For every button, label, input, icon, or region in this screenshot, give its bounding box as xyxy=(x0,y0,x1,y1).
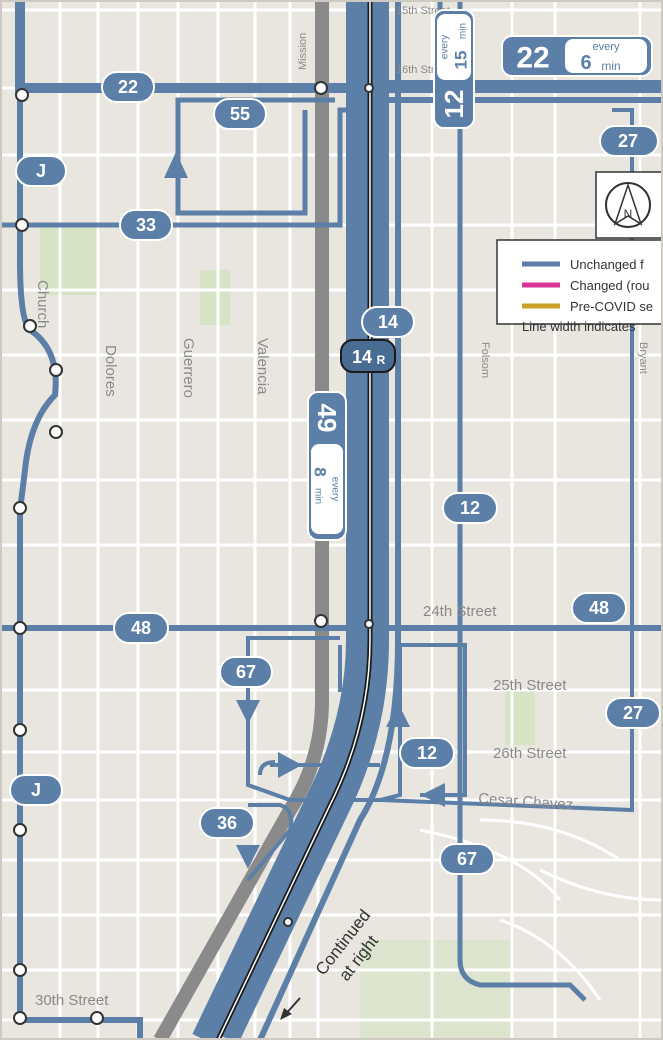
street-label-25th: 25th Street xyxy=(493,677,567,694)
direction-arrows xyxy=(164,152,445,869)
frequency-route-label: 12 xyxy=(439,90,469,119)
street-label-valencia: Valencia xyxy=(254,338,271,395)
street-label-cesar-chavez: Cesar Chavez xyxy=(478,790,574,814)
frequency-unit: min xyxy=(313,488,324,504)
route-badge-label: 67 xyxy=(236,662,256,682)
street-label-church: Church xyxy=(34,280,51,328)
street-label-folsom: Folsom xyxy=(479,342,491,378)
stops xyxy=(13,81,374,1025)
arrow-up-icon xyxy=(386,703,410,727)
route-badge-12-south[interactable]: 12 xyxy=(399,737,455,769)
frequency-unit: min xyxy=(601,59,620,73)
frequency-badge-12[interactable]: 12 every 15 min xyxy=(433,9,475,129)
route-badge-33[interactable]: 33 xyxy=(119,209,173,241)
frequency-value: 8 xyxy=(311,467,330,476)
route-badge-suffix: R xyxy=(377,353,386,367)
route-badge-27[interactable]: 27 xyxy=(599,125,659,157)
route-badge-label: 55 xyxy=(230,104,250,124)
route-badge-27-south[interactable]: 27 xyxy=(605,697,661,729)
route-12-hook xyxy=(258,760,276,776)
arrow-up-icon xyxy=(164,152,188,178)
compass: N xyxy=(595,171,663,239)
arrow-down-icon xyxy=(236,700,260,724)
route-27-line xyxy=(379,108,634,813)
route-badge-22[interactable]: 22 xyxy=(101,71,155,103)
route-badge-12[interactable]: 12 xyxy=(442,492,498,524)
street-label-guerrero: Guerrero xyxy=(180,338,197,398)
route-badge-label: 67 xyxy=(457,849,477,869)
route-badge-label: 14 xyxy=(378,312,398,332)
route-badge-label: 27 xyxy=(623,703,643,723)
route-badge-55[interactable]: 55 xyxy=(213,98,267,130)
route-badge-label: 33 xyxy=(136,215,156,235)
route-badge-label: J xyxy=(36,161,46,181)
frequency-value: 15 xyxy=(452,51,471,70)
freeway-band xyxy=(153,0,329,1044)
frequency-badge-49[interactable]: 49 every 8 min xyxy=(307,391,347,541)
street-label-dolores: Dolores xyxy=(102,345,119,397)
frequency-value: 6 xyxy=(580,52,591,74)
frequency-route-label: 49 xyxy=(312,404,342,433)
legend: Unchanged f Changed (rou Pre-COVID se Li… xyxy=(496,239,663,334)
park xyxy=(360,940,510,1040)
route-badge-label: 12 xyxy=(417,743,437,763)
route-badge-label: 12 xyxy=(460,498,480,518)
street-label-30th: 30th Street xyxy=(35,992,109,1009)
frequency-every: every xyxy=(330,477,341,501)
route-12-line xyxy=(457,0,587,1002)
frequency-badge-22[interactable]: 22 every 6 min xyxy=(501,35,653,77)
street-label-24th: 24th Street xyxy=(423,603,497,620)
legend-note: Line width indicates xyxy=(522,319,636,334)
frequency-unit: min xyxy=(458,23,469,39)
route-badge-label: 22 xyxy=(118,77,138,97)
arrow-down-icon xyxy=(236,845,260,869)
frequency-every: every xyxy=(593,41,620,53)
route-badge-48-west[interactable]: 48 xyxy=(113,612,169,644)
route-badge-label: 27 xyxy=(618,131,638,151)
park xyxy=(505,690,535,745)
route-badge-label: 48 xyxy=(131,618,151,638)
route-badge-label: 14 xyxy=(352,347,372,367)
route-badge-48-east[interactable]: 48 xyxy=(571,592,627,624)
legend-unchanged: Unchanged f xyxy=(570,257,644,272)
route-badge-14R[interactable]: 14 R xyxy=(340,339,396,373)
route-badge-J[interactable]: J xyxy=(15,155,67,187)
route-badge-label: 48 xyxy=(589,598,609,618)
route-36-line xyxy=(246,803,294,882)
park xyxy=(200,270,230,325)
route-badge-14[interactable]: 14 xyxy=(361,306,415,338)
route-badge-J-south[interactable]: J xyxy=(9,774,63,806)
route-badge-label: 36 xyxy=(217,813,237,833)
frequency-every: every xyxy=(440,35,451,59)
street-label-26th: 26th Street xyxy=(493,745,567,762)
route-badge-36[interactable]: 36 xyxy=(199,807,255,839)
legend-changed: Changed (rou xyxy=(570,278,650,293)
curved-streets xyxy=(419,818,663,1001)
park xyxy=(40,225,98,295)
route-badge-67-south[interactable]: 67 xyxy=(439,843,495,875)
route-badge-67[interactable]: 67 xyxy=(219,656,273,688)
legend-precovid: Pre-COVID se xyxy=(570,299,653,314)
arrow-right-icon xyxy=(278,752,302,778)
compass-label: N xyxy=(624,207,633,221)
arrow-southwest-icon xyxy=(280,997,301,1020)
mission-corridor xyxy=(192,0,401,1045)
arrow-left-icon xyxy=(421,783,445,807)
frequency-route-label: 22 xyxy=(516,42,549,75)
street-label-mission: Mission xyxy=(297,33,309,70)
route-badge-label: J xyxy=(31,780,41,800)
street-label-bryant: Bryant xyxy=(637,342,649,374)
